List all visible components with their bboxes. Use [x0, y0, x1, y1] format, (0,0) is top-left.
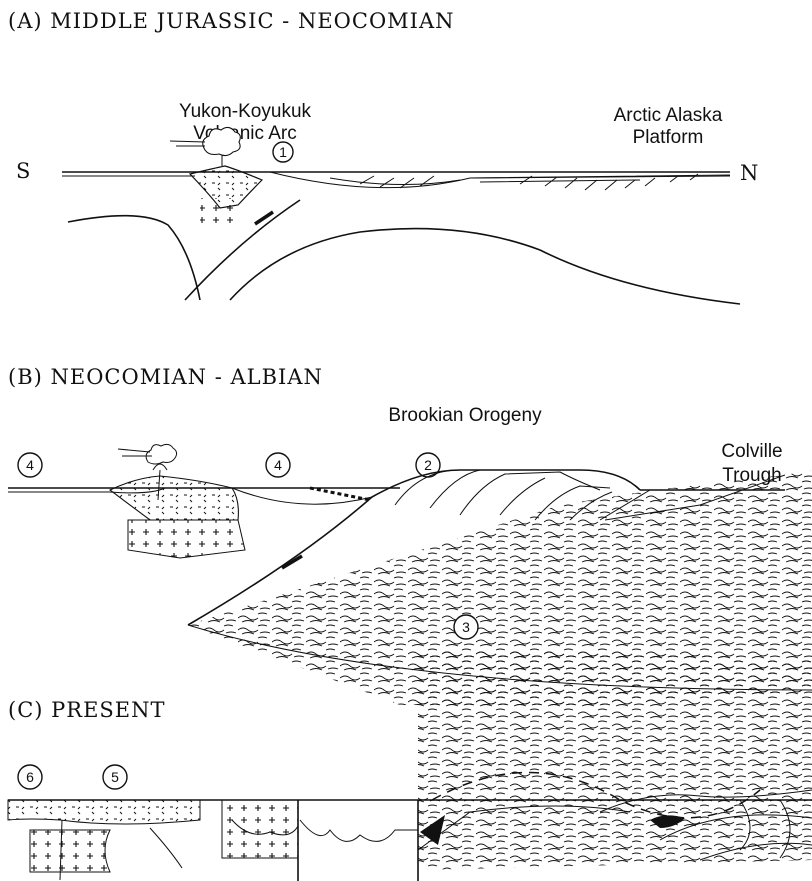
marker-6-label: 6	[26, 769, 34, 785]
panel-b-title: (B) NEOCOMIAN - ALBIAN	[8, 365, 323, 389]
pluton-b	[128, 520, 245, 558]
marker-2-label: 2	[424, 457, 432, 473]
platform-label-line2: Platform	[633, 127, 704, 148]
north-label: N	[740, 161, 758, 185]
marker-3-label: 3	[462, 619, 470, 635]
volcanic-cover-c	[8, 800, 200, 824]
marker-5-label: 5	[111, 769, 119, 785]
marker-4-mid-label: 4	[274, 457, 282, 473]
trough-label-line1: Colville	[721, 441, 782, 462]
marker-4-left-label: 4	[26, 457, 34, 473]
panel-c-title: (C) PRESENT	[8, 698, 166, 722]
marker-1-label: 1	[279, 144, 287, 160]
panel-a-title: (A) MIDDLE JURASSIC - NEOCOMIAN	[8, 9, 455, 33]
subducting-slab-upper	[68, 216, 200, 300]
pluton	[200, 198, 236, 228]
pluton-c-left	[30, 830, 110, 872]
south-label: S	[16, 159, 30, 183]
platform-label-line1: Arctic Alaska	[614, 105, 723, 126]
arc-label-line1: Yukon-Koyukuk	[179, 101, 312, 122]
panel-a: (A) MIDDLE JURASSIC - NEOCOMIAN Yukon-Ko…	[8, 9, 758, 304]
arc-volcanics-b	[110, 476, 238, 520]
pluton-c-right	[222, 800, 298, 858]
orogeny-label: Brookian Orogeny	[388, 405, 542, 426]
subducting-slab-lower	[230, 229, 740, 304]
